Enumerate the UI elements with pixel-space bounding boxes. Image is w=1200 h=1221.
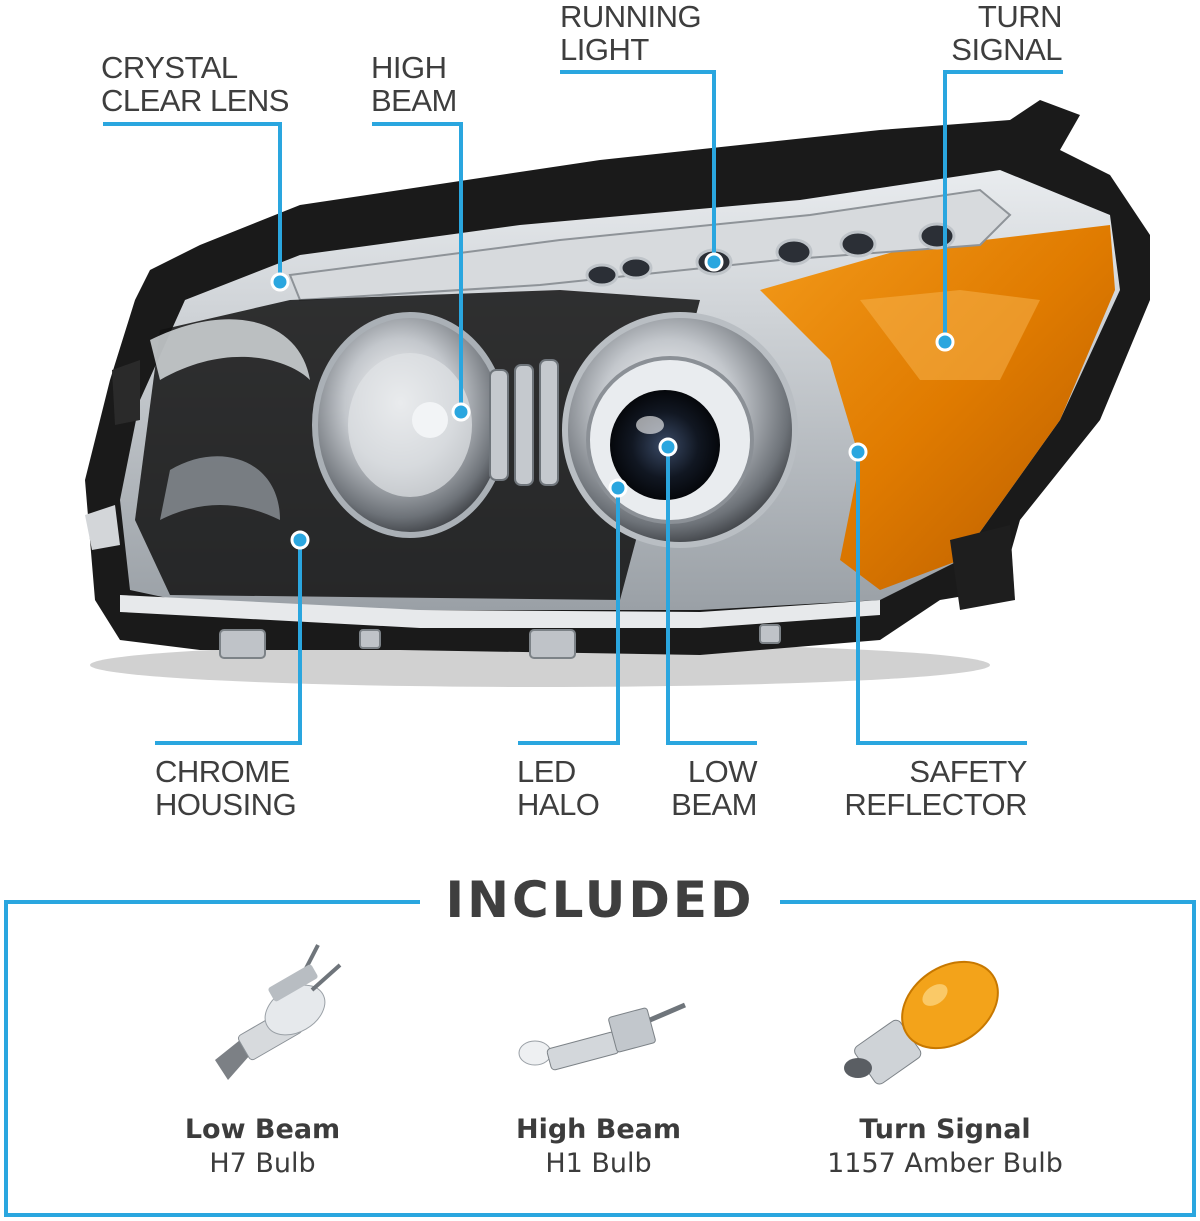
label-safety-reflector: SAFETY REFLECTOR [844,754,1027,822]
bottom-trim [120,595,880,628]
included-item-low-beam: Low Beam H7 Bulb [184,1114,341,1179]
label-low-beam: LOW BEAM [671,754,757,822]
callout-lines [103,70,1063,745]
callout-dots [270,252,955,550]
label-running-light: RUNNING LIGHT [560,0,702,67]
1157-bulb-image [844,960,999,1085]
label-turn-signal: TURN SIGNAL [951,0,1062,67]
included-item-high-beam: High Beam H1 Bulb [515,1114,682,1179]
projector-fins [489,359,559,486]
included-title: INCLUDED [420,870,780,930]
ground-shadow [90,643,990,687]
label-crystal-clear-lens: CRYSTAL CLEAR LENS [101,50,289,118]
h1-bulb-image [518,1002,686,1071]
h7-bulb-image [215,944,342,1080]
included-item-turn-signal: Turn Signal 1157 Amber Bulb [827,1114,1063,1179]
label-led-halo: LED HALO [517,754,600,822]
running-light-bar [288,188,1012,302]
label-chrome-housing: CHROME HOUSING [155,754,297,822]
label-high-beam: HIGH BEAM [371,50,457,118]
